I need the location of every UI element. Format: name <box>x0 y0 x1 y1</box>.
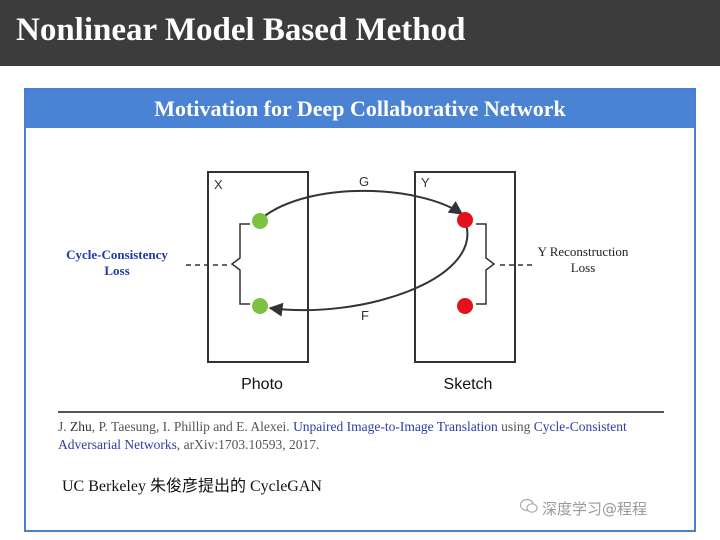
y-box-label: Y <box>421 175 430 190</box>
sketch-node-bottom <box>457 298 473 314</box>
x-box-label: X <box>214 177 223 192</box>
g-arrow-label: G <box>359 174 369 189</box>
photo-node-top <box>252 213 268 229</box>
photo-caption: Photo <box>241 376 283 393</box>
f-mapping-arrow <box>268 223 469 317</box>
sketch-node-top <box>457 212 473 228</box>
cycle-loss-label-line1: Cycle-Consistency <box>66 247 168 262</box>
content-panel: Motivation for Deep Collaborative Networ… <box>24 88 696 532</box>
y-recon-loss-label-line1: Y Reconstruction <box>538 244 629 259</box>
watermark-text: 深度学习@程程 <box>542 500 648 518</box>
y-recon-loss-label-line2: Loss <box>571 260 596 275</box>
title-bar: Nonlinear Model Based Method <box>0 0 720 66</box>
reference-divider <box>58 411 664 413</box>
sketch-domain-box <box>414 171 516 363</box>
sketch-caption: Sketch <box>444 376 493 393</box>
ref-part1: J. <box>58 419 71 434</box>
ref-title-link[interactable]: Unpaired Image-to-Image Translation <box>293 419 498 434</box>
ref-part3: using <box>497 419 534 434</box>
reference-citation: J. Zhu, P. Taesung, I. Phillip and E. Al… <box>58 418 668 454</box>
g-mapping-arrow <box>261 189 464 219</box>
ref-part2: , P. Taesung, I. Phillip and E. Alexei. <box>91 419 294 434</box>
left-brace <box>230 223 250 305</box>
panel-header: Motivation for Deep Collaborative Networ… <box>26 90 694 128</box>
slide-title: Nonlinear Model Based Method <box>16 12 466 48</box>
photo-node-bottom <box>252 298 268 314</box>
cycle-loss-label-line2: Loss <box>104 263 129 278</box>
panel-title: Motivation for Deep Collaborative Networ… <box>154 96 566 121</box>
ref-author: Zhu <box>70 419 92 434</box>
f-arrow-label: F <box>361 308 369 323</box>
footer-note: UC Berkeley 朱俊彦提出的 CycleGAN <box>62 478 322 495</box>
photo-domain-box <box>207 171 309 363</box>
right-brace <box>476 223 496 305</box>
ref-part4: , arXiv:1703.10593, 2017. <box>176 437 320 452</box>
ref-title-link-2[interactable]: Cycle-Consistent Adversarial Networks <box>58 419 627 452</box>
wechat-icon <box>520 498 538 513</box>
